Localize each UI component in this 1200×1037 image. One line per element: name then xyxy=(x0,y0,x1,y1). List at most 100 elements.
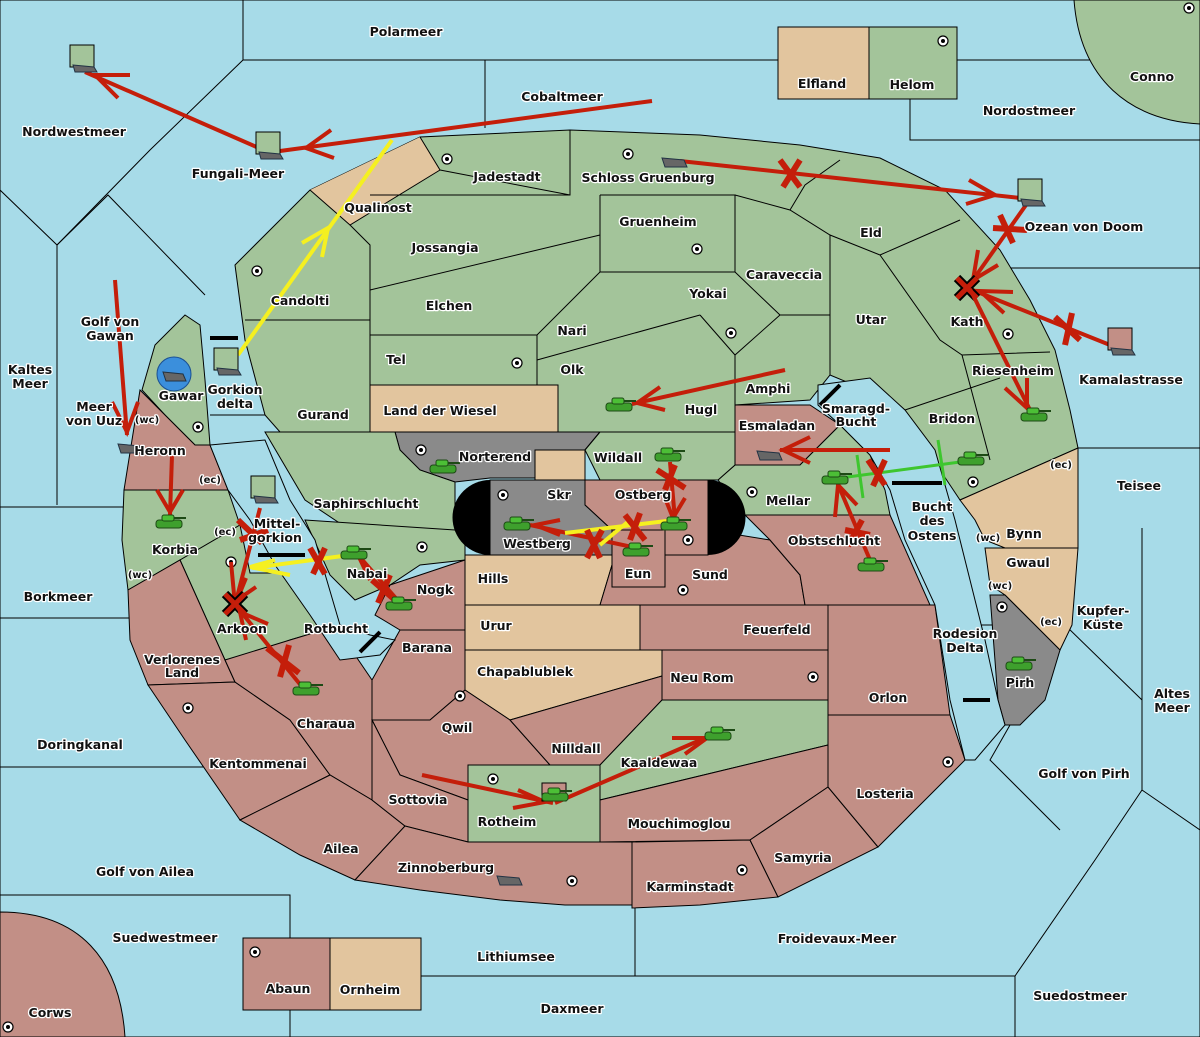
land-label: Sund xyxy=(692,567,728,582)
sea-label: Ozean von Doom xyxy=(1025,219,1144,234)
land-label: Barana xyxy=(402,640,452,655)
army-icon xyxy=(660,516,691,531)
move-order-arrow xyxy=(835,481,872,561)
sea-label: des xyxy=(920,513,945,528)
land-label: Utar xyxy=(856,312,888,327)
supply-center-icon xyxy=(1002,328,1014,340)
arrowhead xyxy=(301,128,335,160)
land-label: Heronn xyxy=(134,443,186,458)
land-label: Skr xyxy=(547,487,571,502)
land-label: Nogk xyxy=(417,582,454,597)
supply-center-icon xyxy=(937,35,949,47)
arrowhead xyxy=(632,385,666,412)
region-karminstadt xyxy=(631,839,779,909)
sea-label: Cobaltmeer xyxy=(521,89,603,104)
border-nordwest xyxy=(56,59,244,246)
coast-tag: (wc) xyxy=(128,570,152,581)
land-label: Gurand xyxy=(297,407,349,422)
sea-label: Kamalastrasse xyxy=(1079,372,1183,387)
land-label: Riesenheim xyxy=(972,363,1054,378)
sea-east-bays xyxy=(817,377,1006,761)
fleet-icon-retreat xyxy=(156,356,192,392)
army-icon xyxy=(1020,407,1051,422)
coast-tag: (ec) xyxy=(1040,617,1062,628)
move-order-arrow xyxy=(679,159,1021,200)
land-label: Charaua xyxy=(297,716,355,731)
army-icon xyxy=(292,681,323,696)
land-label: Helom xyxy=(890,77,935,92)
fleet-icon xyxy=(1017,178,1046,207)
move-order-arrow xyxy=(233,507,262,606)
move-order-arrow xyxy=(113,279,129,436)
land-label: Nabai xyxy=(347,566,388,581)
sea-label: Nordwestmeer xyxy=(22,124,127,139)
land-label: Abaun xyxy=(266,981,311,996)
supply-center-icon xyxy=(942,756,954,768)
fleet-icon xyxy=(496,875,523,886)
move-order-arrow xyxy=(168,454,174,516)
land-label: Wildall xyxy=(594,450,642,465)
supply-center-icon xyxy=(691,243,703,255)
land-label: Elfland xyxy=(798,76,846,91)
land-label: Caraveccia xyxy=(746,267,822,282)
army-icon xyxy=(622,542,653,557)
failed-order-x-icon xyxy=(265,644,301,678)
failed-order-x-icon xyxy=(622,511,648,542)
land-label: Tel xyxy=(386,352,406,367)
move-order-arrow xyxy=(84,70,269,154)
sea-label: Daxmeer xyxy=(540,1001,604,1016)
failed-order-x-icon xyxy=(992,213,1028,245)
supply-center-icon xyxy=(192,421,204,433)
land-label: Zinnoberburg xyxy=(398,860,494,875)
move-order-arrow xyxy=(421,773,554,805)
sea-label: Delta xyxy=(946,640,984,655)
supply-center-icon xyxy=(454,690,466,702)
convoy-double-arrow-icon xyxy=(818,383,842,407)
region-elfland xyxy=(777,26,870,100)
land-label: Gruenheim xyxy=(619,214,696,229)
army-icon xyxy=(541,782,572,802)
move-order-arrow xyxy=(968,288,1032,411)
sea-label: Golf von Pirh xyxy=(1038,766,1129,781)
sea-label: Mittel- xyxy=(254,516,301,531)
sea-label: Meer xyxy=(76,399,112,414)
supply-center-icon xyxy=(487,773,499,785)
move-order-arrow xyxy=(969,287,1111,347)
sea-label: Rotbucht xyxy=(304,621,368,636)
land-label: Qwil xyxy=(442,720,473,735)
supply-center-icon xyxy=(1183,2,1195,14)
land-label: Qualinost xyxy=(344,200,411,215)
sea-label: Küste xyxy=(1083,617,1123,632)
convoy-cross xyxy=(855,454,865,499)
border-fungali xyxy=(56,194,206,296)
region-ornheim xyxy=(329,937,422,1011)
supply-center-icon xyxy=(2,1021,14,1033)
fleet-icon xyxy=(756,450,783,461)
sea-label: Kupfer- xyxy=(1077,603,1130,618)
labels: Polarmeer Cobaltmeer Nordwestmeer Fungal… xyxy=(7,23,1192,1022)
supply-center-icon xyxy=(566,875,578,887)
border-pirh xyxy=(989,724,1061,831)
sea-label: Bucht xyxy=(836,414,877,429)
land-label: Kaaldewaa xyxy=(621,755,698,770)
sea-label: Gorkion xyxy=(207,382,262,397)
supply-center-icon xyxy=(251,265,263,277)
region-saphirschlucht xyxy=(264,431,456,531)
arrowhead xyxy=(528,518,561,537)
army-icon xyxy=(821,470,852,485)
land-label: Westberg xyxy=(503,536,571,551)
sea-label: Doringkanal xyxy=(37,737,123,752)
supply-center-icon xyxy=(725,327,737,339)
arrowhead xyxy=(90,73,130,100)
region-neu-rom xyxy=(661,649,829,701)
supply-center-icon xyxy=(967,476,979,488)
coast-tag: (wc) xyxy=(988,581,1012,592)
land-label: Gawar xyxy=(159,388,205,403)
failed-order-x-icon xyxy=(1052,312,1083,346)
support-order-line xyxy=(251,553,351,570)
land-label: Amphi xyxy=(746,381,791,396)
sea-label: Lithiumsee xyxy=(477,949,555,964)
fleet-icon xyxy=(1107,327,1136,356)
arrowhead xyxy=(155,488,185,516)
